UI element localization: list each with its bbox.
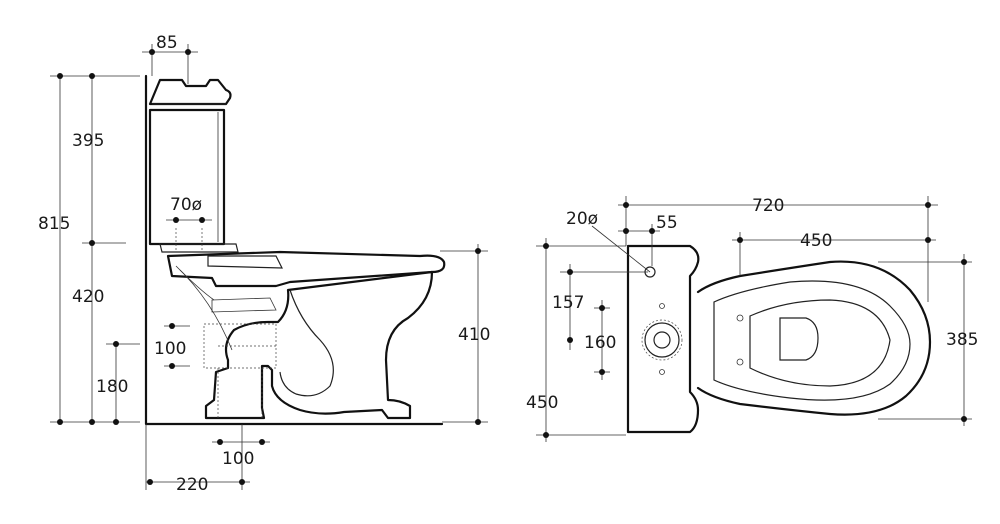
dim-dot [217, 439, 223, 445]
dim-dot [737, 237, 743, 243]
label-180: 180 [96, 377, 128, 397]
seat-bolt-2 [736, 358, 744, 366]
label-410: 410 [458, 325, 490, 345]
seat-hinge [207, 255, 283, 269]
label-55: 55 [656, 213, 678, 233]
dim-dot [169, 363, 175, 369]
bowl-inner-trap [279, 289, 334, 397]
tank-top-outline [626, 244, 700, 434]
label-720: 720 [752, 196, 784, 216]
label-20: 20ø [566, 209, 598, 229]
dim-dot [961, 259, 967, 265]
label-70: 70ø [170, 195, 202, 215]
toilet-seat [166, 250, 446, 288]
dim-dot [543, 432, 549, 438]
dim-dot [543, 243, 549, 249]
dim-dot [113, 341, 119, 347]
label-85: 85 [156, 33, 178, 53]
bowl-outer-curve [175, 265, 233, 351]
flush-connector [159, 243, 239, 253]
top-view: 720 20ø 55 450 157 160 385 450 [526, 196, 978, 442]
dim-dot [599, 369, 605, 375]
tank-lid [148, 78, 232, 106]
dim-dot [649, 228, 655, 234]
dim-dot [259, 439, 265, 445]
bowl-top-outline [696, 260, 932, 416]
dim-dot [925, 202, 931, 208]
label-100-horizontal: 100 [222, 449, 254, 469]
label-395: 395 [72, 131, 104, 151]
dim-dot [239, 479, 245, 485]
dim-dot [185, 49, 191, 55]
dim-dot [89, 73, 95, 79]
bowl-inner-curve [179, 269, 215, 301]
leader-20 [591, 225, 651, 273]
dim-dot [475, 419, 481, 425]
dim-dot [623, 202, 629, 208]
label-450-length: 450 [800, 231, 832, 251]
label-815: 815 [38, 214, 70, 234]
inlet-dashed [641, 319, 683, 361]
bowl-inner-top [749, 299, 891, 387]
label-420: 420 [72, 287, 104, 307]
label-220: 220 [176, 475, 208, 495]
label-385: 385 [946, 330, 978, 350]
seat-top-outline [713, 280, 911, 401]
seat-bolt-1 [736, 314, 744, 322]
inlet-outer [644, 322, 680, 358]
dim-dot [89, 419, 95, 425]
bolt-hole-bottom [659, 369, 665, 375]
dim-dot [57, 419, 63, 425]
label-160: 160 [584, 333, 616, 353]
dim-dot [925, 237, 931, 243]
dim-dot [599, 305, 605, 311]
dim-dot [113, 419, 119, 425]
dim-dot [89, 240, 95, 246]
label-100-vertical: 100 [154, 339, 186, 359]
side-view: 85 395 815 70ø 420 100 180 410 100 220 [38, 33, 490, 495]
cistern-tank [148, 108, 226, 246]
wall-and-floor-line [144, 74, 444, 426]
dim-dot [149, 49, 155, 55]
dim-dot [169, 323, 175, 329]
inlet-inner [653, 331, 671, 349]
bolt-hole-top [659, 303, 665, 309]
dim-dot [147, 479, 153, 485]
toilet-bowl [204, 270, 434, 420]
bowl-opening [779, 317, 819, 361]
label-450-width: 450 [526, 393, 558, 413]
label-157: 157 [552, 293, 584, 313]
dim-dot [173, 217, 179, 223]
dim-dot [57, 73, 63, 79]
dim-dot [567, 269, 573, 275]
dim-dot [961, 416, 967, 422]
bowl-foot-detail [211, 297, 277, 313]
dim-dot [475, 248, 481, 254]
dim-dot [199, 217, 205, 223]
dim-dot [567, 337, 573, 343]
dim-dot [623, 228, 629, 234]
